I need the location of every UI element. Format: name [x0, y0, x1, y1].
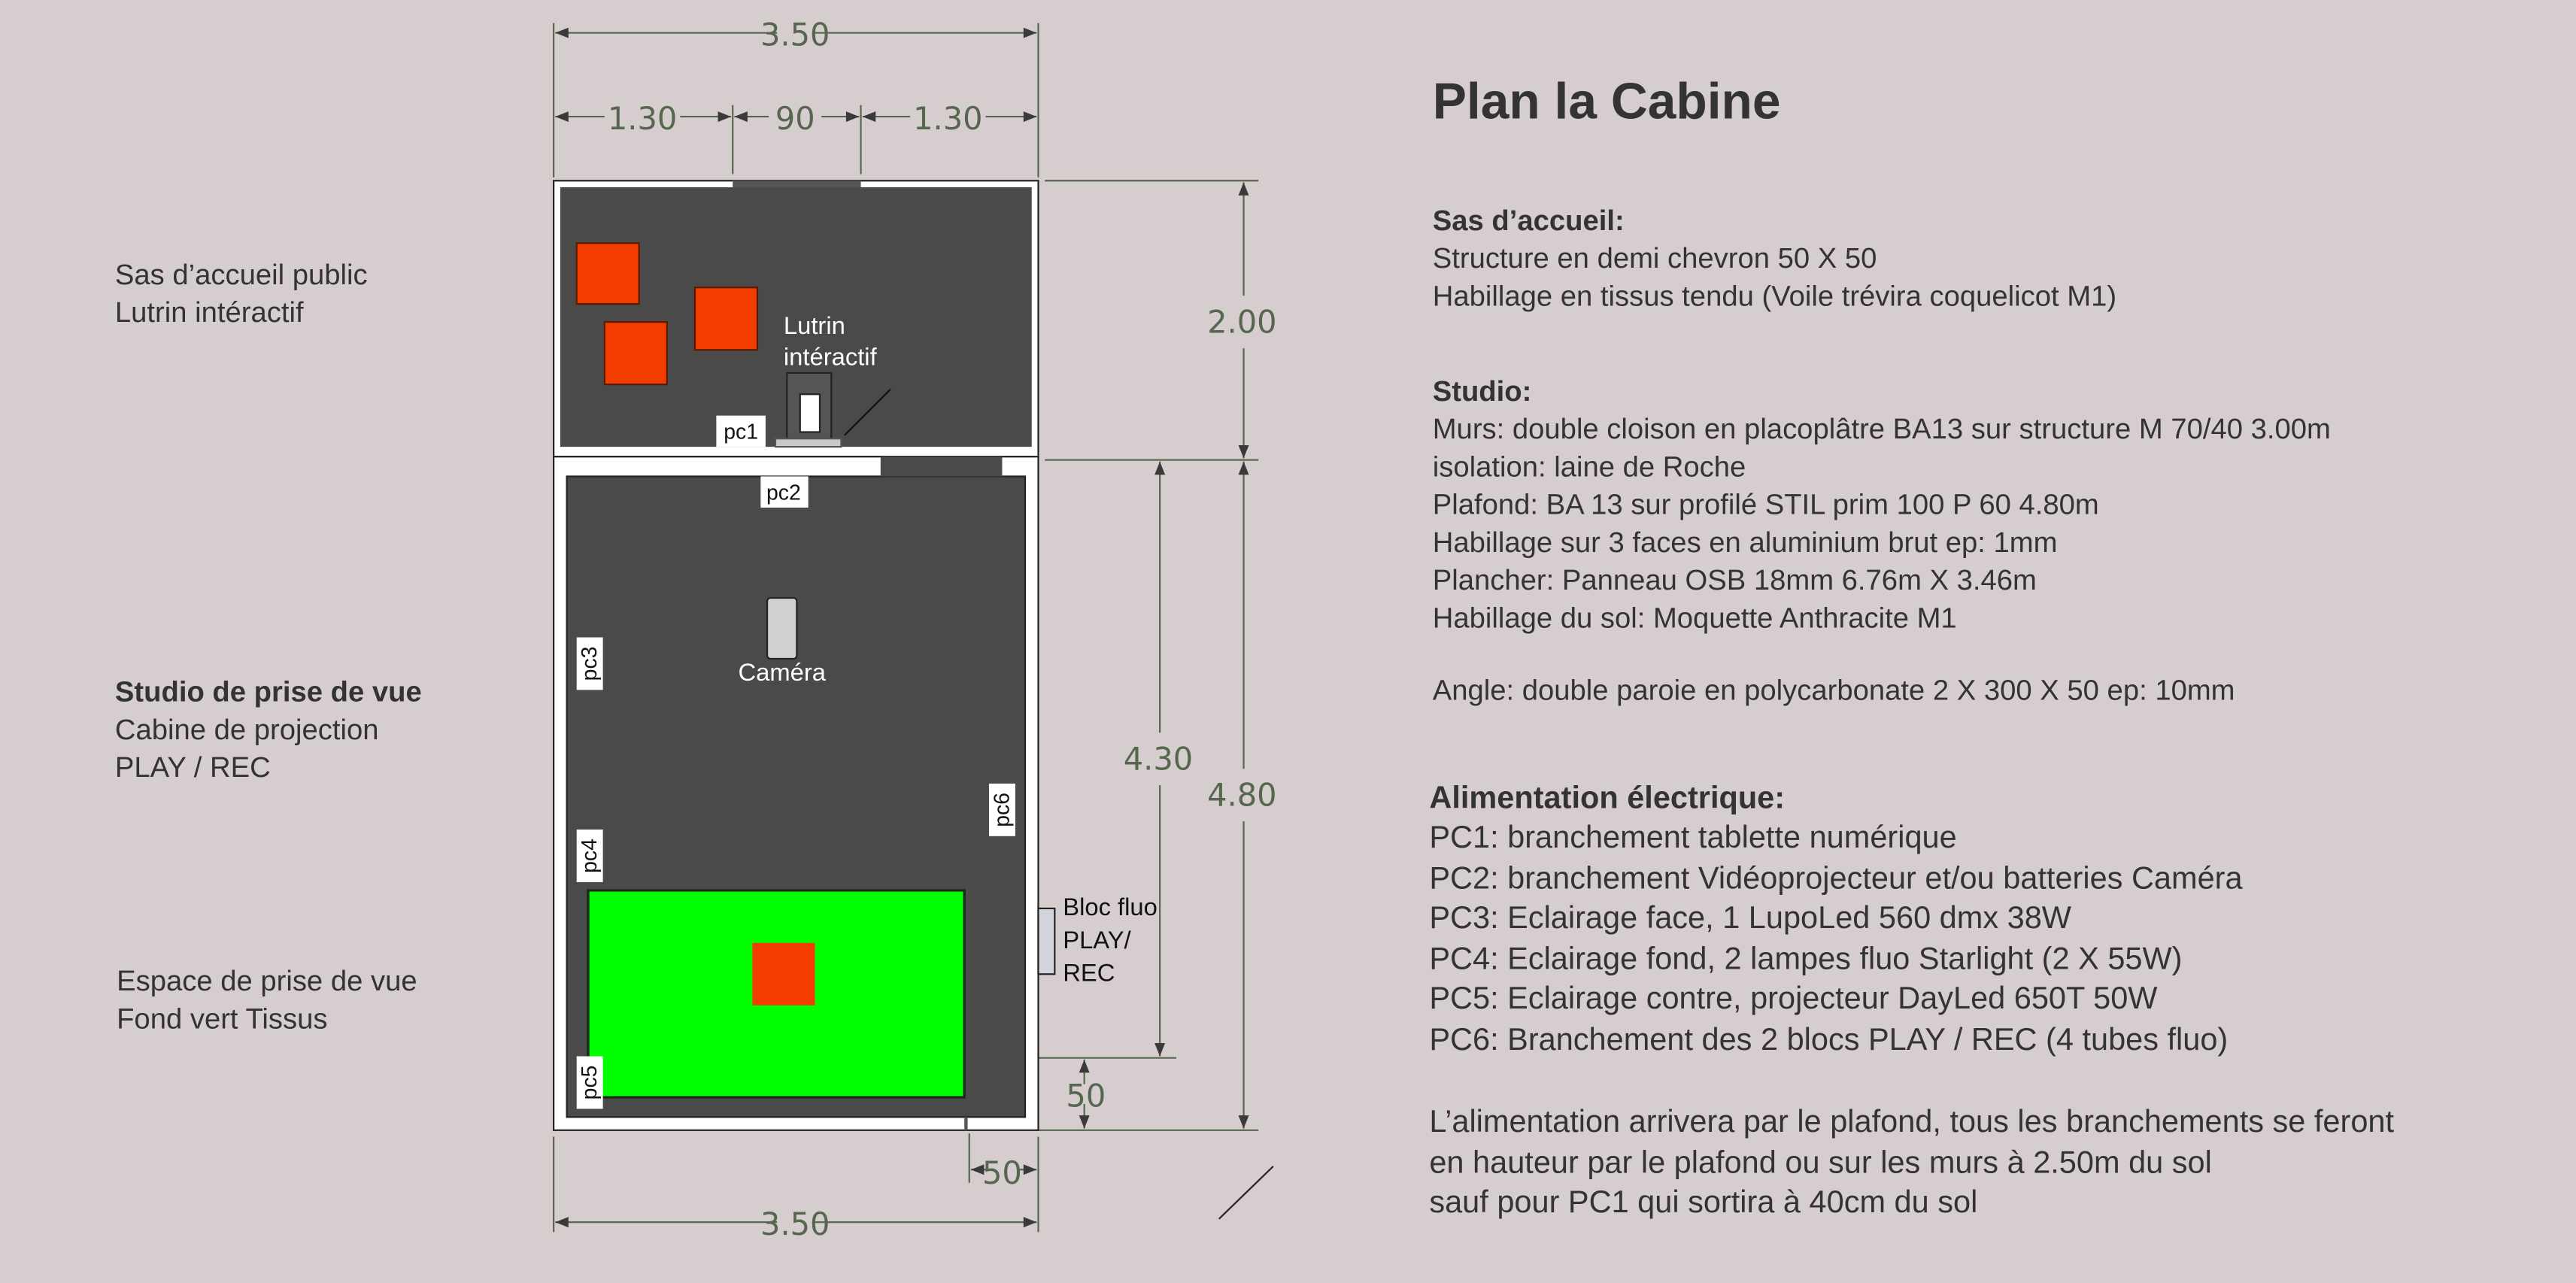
- alim-line: PC2: branchement Vidéoprojecteur et/ou b…: [1429, 862, 2243, 897]
- studio-line: isolation: laine de Roche: [1432, 450, 1746, 484]
- dim-side-offset: 50: [1066, 1077, 1106, 1114]
- note-line: en hauteur par le plafond ou sur les mur…: [1429, 1146, 2212, 1181]
- outlet-pc3: pc3: [578, 647, 602, 681]
- alim-line: PC1: branchement tablette numérique: [1429, 821, 1957, 857]
- fabric-panel: [603, 321, 668, 386]
- left-label-studio-1: Cabine de projection: [114, 712, 379, 746]
- sas-room: Lutrin intéractif pc1: [553, 180, 1039, 458]
- outlet-pc4: pc4: [578, 839, 602, 873]
- left-label-espace-2: Fond vert Tissus: [117, 1002, 328, 1036]
- subject-marker: [752, 942, 815, 1005]
- extension-lines: [553, 23, 1259, 1233]
- alim-line: PC5: Eclairage contre, projecteur DayLed…: [1429, 982, 2158, 1018]
- dim-bottom-total: 3.50: [760, 1206, 830, 1242]
- outlet-pc2: pc2: [766, 481, 801, 505]
- studio-line: Plancher: Panneau OSB 18mm 6.76m X 3.46m: [1432, 563, 2037, 596]
- bloc-label-1: Bloc fluo: [1063, 893, 1158, 921]
- studio-heading: Studio:: [1432, 375, 1532, 408]
- dim-bottom-offset: 50: [982, 1154, 1022, 1191]
- note-line: sauf pour PC1 qui sortira à 40cm du sol: [1429, 1186, 1978, 1221]
- sas-line: Structure en demi chevron 50 X 50: [1432, 241, 1877, 274]
- left-label-studio-2: PLAY / REC: [114, 751, 271, 784]
- page-title: Plan la Cabine: [1432, 72, 1781, 130]
- sas-heading: Sas d’accueil:: [1432, 203, 1625, 237]
- angle-line: Angle: double paroie en polycarbonate 2 …: [1432, 673, 2235, 707]
- bloc-label-2: PLAY/: [1063, 926, 1131, 954]
- dim-studio-height: 4.80: [1207, 777, 1276, 814]
- alim-line: PC3: Eclairage face, 1 LupoLed 560 dmx 3…: [1429, 902, 2071, 937]
- left-label-sas-2: Lutrin intéractif: [114, 296, 304, 329]
- dim-top-middle: 90: [775, 100, 815, 137]
- alim-line: PC6: Branchement des 2 blocs PLAY / REC …: [1429, 1023, 2229, 1058]
- dim-top-total: 3.50: [760, 16, 830, 53]
- dim-sas-height: 2.00: [1207, 304, 1276, 341]
- dim-studio-inner-height: 4.30: [1124, 741, 1193, 778]
- studio-line: Murs: double cloison en placoplâtre BA13…: [1432, 412, 2331, 445]
- left-label-studio-title: Studio de prise de vue: [114, 675, 422, 708]
- camera-label: Caméra: [738, 658, 826, 686]
- left-label-sas-1: Sas d’accueil public: [114, 257, 368, 291]
- studio-room: pc2 Caméra pc3 pc4 pc5 pc6 Bloc fluo PLA…: [553, 456, 1158, 1131]
- fabric-panel: [693, 287, 759, 351]
- studio-line: Habillage du sol: Moquette Anthracite M1: [1432, 601, 1957, 635]
- outlet-pc1: pc1: [724, 420, 758, 444]
- camera-icon: [766, 596, 798, 660]
- fabric-panel: [575, 242, 640, 305]
- sas-line: Habillage en tissus tendu (Voile trévira…: [1432, 279, 2117, 313]
- dimension-lines: [555, 27, 1274, 1228]
- studio-line: Plafond: BA 13 sur profilé STIL prim 100…: [1432, 487, 2099, 521]
- studio-line: Habillage sur 3 faces en aluminium brut …: [1432, 525, 2058, 559]
- outlet-pc5: pc5: [578, 1066, 602, 1100]
- alim-heading: Alimentation électrique:: [1429, 781, 1786, 817]
- alim-line: PC4: Eclairage fond, 2 lampes fluo Starl…: [1429, 942, 2183, 978]
- dim-top-left: 1.30: [608, 100, 677, 137]
- left-label-espace-1: Espace de prise de vue: [117, 964, 417, 997]
- bloc-fluo-icon: [1037, 907, 1056, 975]
- dim-top-right: 1.30: [913, 100, 982, 137]
- note-line: L’alimentation arrivera par le plafond, …: [1429, 1106, 2395, 1140]
- outlet-pc6: pc6: [990, 793, 1014, 827]
- lutrin-label-1: Lutrin: [784, 311, 845, 339]
- bloc-label-3: REC: [1063, 959, 1115, 987]
- lutrin-label-2: intéractif: [784, 342, 878, 370]
